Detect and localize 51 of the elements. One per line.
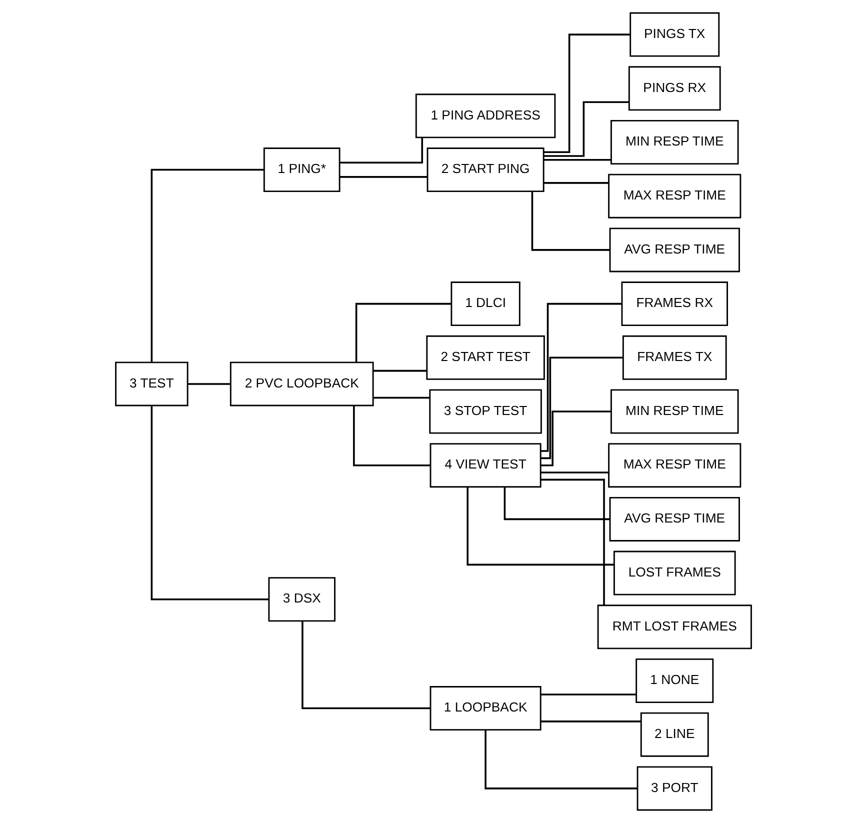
node-box: 1 DLCI (450, 282, 520, 326)
node-box: 3 STOP TEST (429, 389, 542, 434)
connector (544, 182, 609, 184)
connector (544, 101, 629, 157)
node-box: 2 START TEST (426, 335, 545, 380)
connector (540, 302, 622, 452)
connector (150, 406, 269, 600)
connector (540, 694, 636, 696)
node-box: 4 VIEW TEST (430, 443, 542, 488)
node-box: 2 PVC LOOPBACK (230, 362, 374, 406)
node-box: 3 PORT (636, 766, 712, 811)
node-box: PINGS TX (630, 12, 720, 57)
connector (466, 486, 614, 566)
connector (302, 621, 430, 710)
node-box: 1 PING ADDRESS (415, 94, 556, 138)
connector (484, 730, 638, 790)
node-box: RMT LOST FRAMES (597, 604, 752, 650)
node-box: 2 LINE (640, 712, 709, 757)
node-box: LOST FRAMES (613, 550, 736, 596)
connector (540, 720, 642, 722)
node-box: MIN RESP TIME (610, 389, 739, 434)
connector (544, 34, 630, 154)
node-box: AVG RESP TIME (609, 496, 740, 542)
connector (540, 410, 612, 466)
connector (540, 472, 609, 474)
node-box: 1 LOOPBACK (430, 686, 542, 731)
connector (540, 356, 623, 460)
node-box: 3 TEST (115, 362, 188, 406)
node-box: PINGS RX (628, 66, 721, 111)
connector (188, 383, 231, 385)
node-box: MIN RESP TIME (610, 120, 739, 164)
node-box: FRAMES RX (621, 282, 728, 326)
connector (373, 370, 426, 372)
connector (340, 138, 424, 164)
connector (340, 176, 428, 178)
node-box: AVG RESP TIME (609, 228, 740, 272)
node-box: FRAMES TX (622, 335, 727, 380)
connector (504, 486, 610, 520)
connector (373, 396, 430, 399)
connector (353, 406, 430, 466)
connector (544, 159, 611, 161)
node-box: 1 NONE (636, 658, 714, 703)
connector (540, 478, 605, 606)
node-box: 1 PING* (263, 148, 340, 192)
node-box: MAX RESP TIME (608, 174, 742, 218)
connector (355, 302, 452, 362)
connector (531, 192, 610, 251)
connector (150, 168, 264, 362)
node-box: MAX RESP TIME (608, 443, 742, 488)
node-box: 3 DSX (268, 577, 336, 622)
node-box: 2 START PING (426, 148, 544, 192)
